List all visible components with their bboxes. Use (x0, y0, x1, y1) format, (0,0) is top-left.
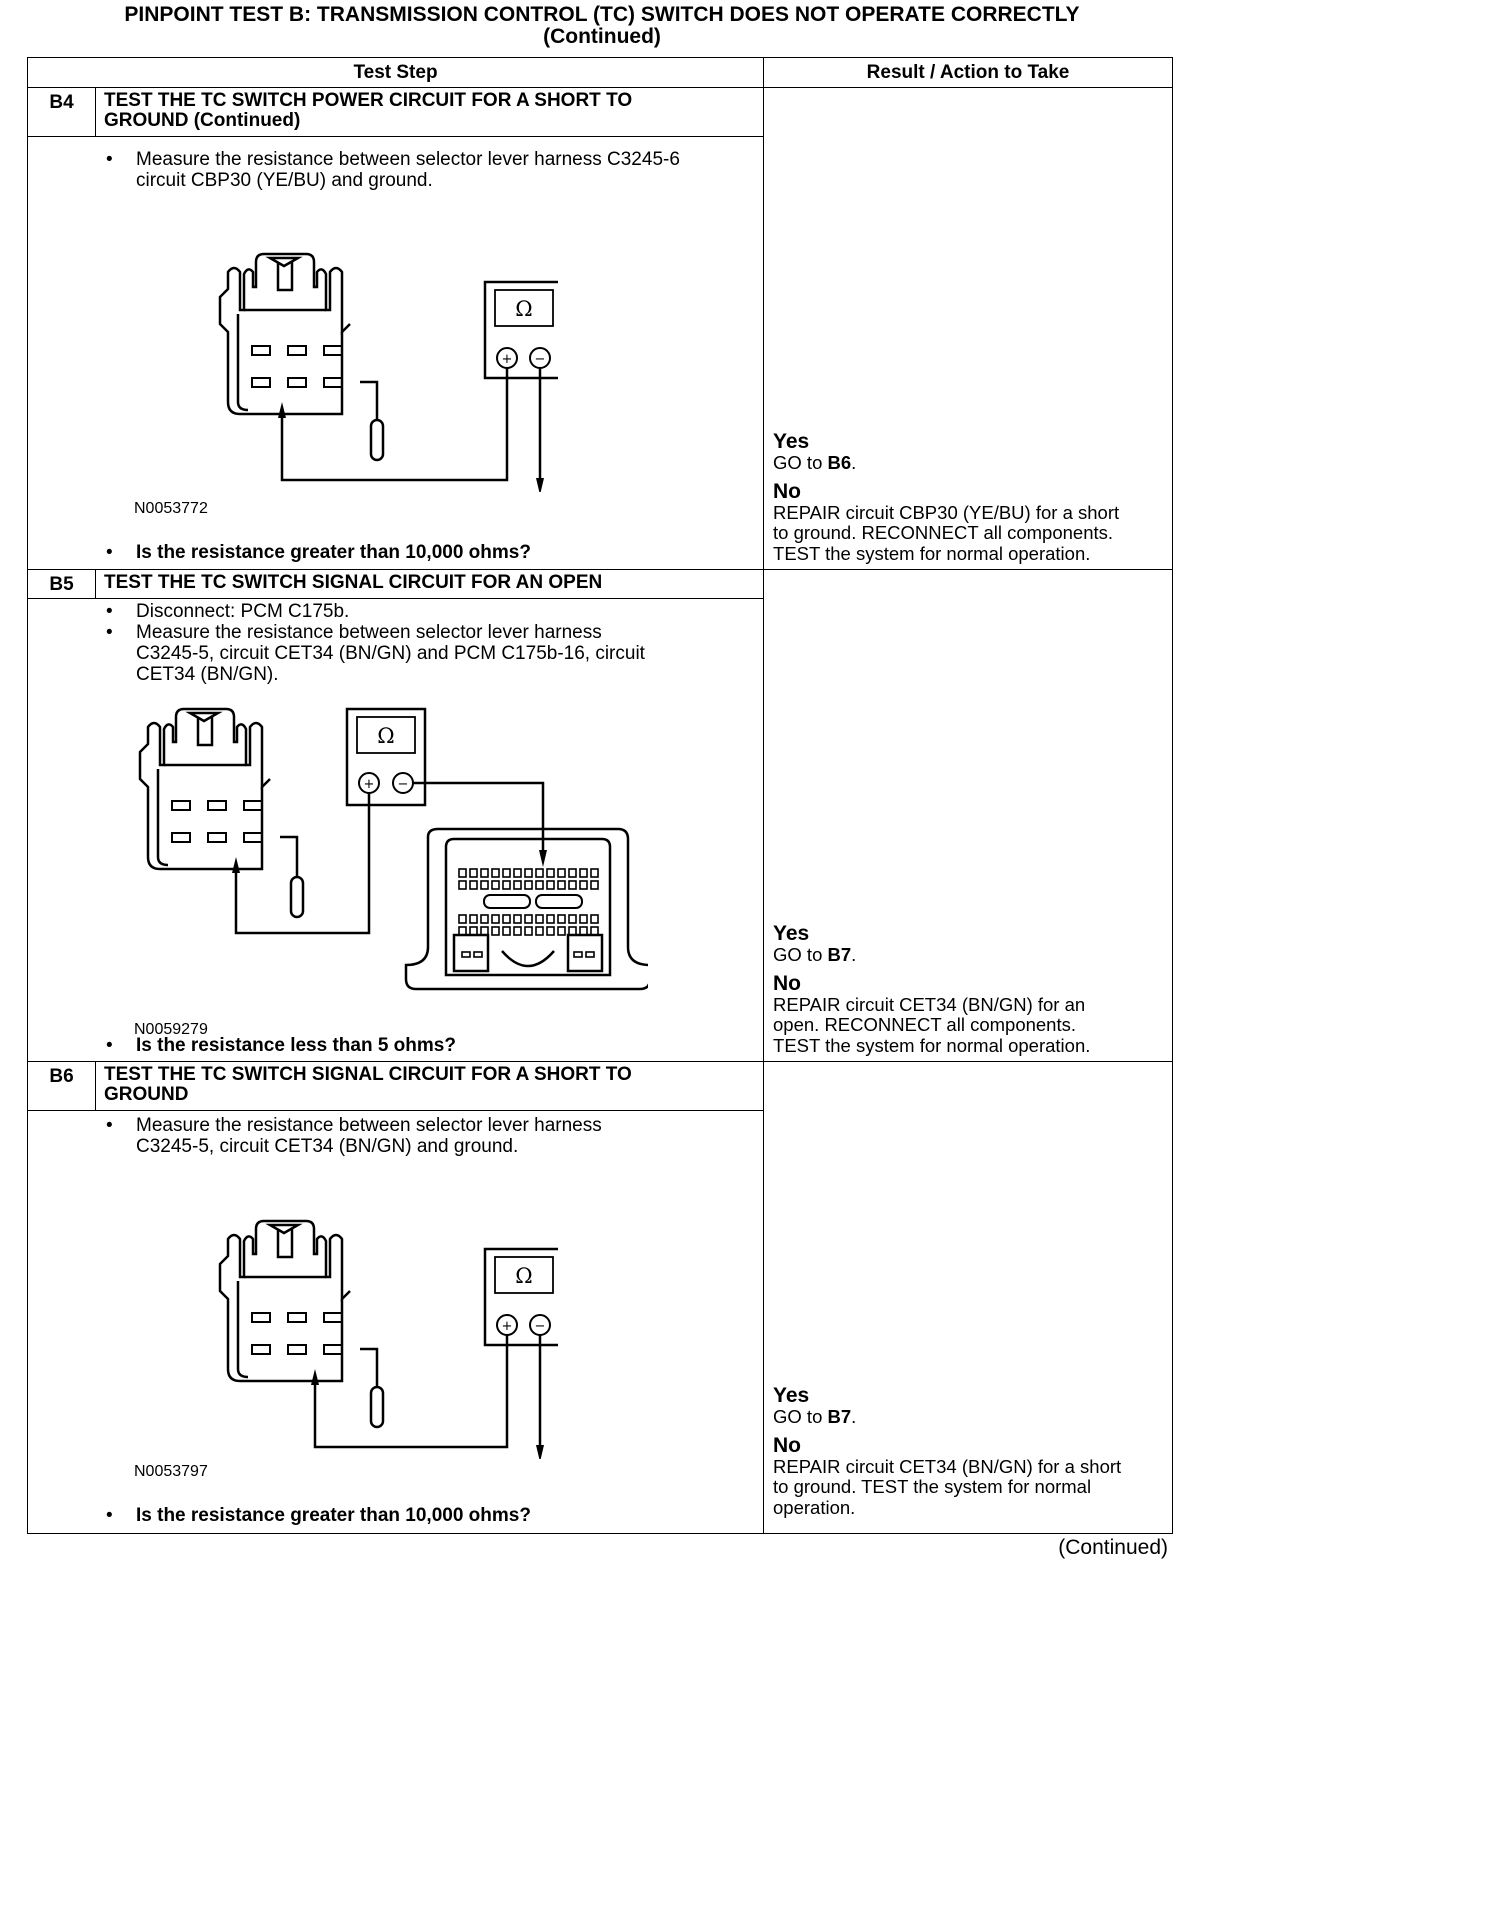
no-label: No (773, 971, 802, 995)
no-action-line: operation. (773, 1496, 856, 1518)
step-title-b6-line1: TEST THE TC SWITCH SIGNAL CIRCUIT FOR A … (104, 1064, 632, 1085)
figure-id-b4: N0053772 (134, 500, 208, 517)
step-title-b4: TEST THE TC SWITCH POWER CIRCUIT FOR A S… (94, 87, 765, 137)
yes-label: Yes (773, 430, 810, 453)
continued-footer: (Continued) (1058, 1536, 1168, 1559)
svg-text:−: − (535, 1319, 546, 1334)
yes-action: GO to B7. (773, 944, 857, 965)
step-title-b5-line1: TEST THE TC SWITCH SIGNAL CIRCUIT FOR AN… (104, 572, 603, 593)
svg-text:+: + (502, 1319, 513, 1334)
result-b4: Yes GO to B6. No REPAIR circuit CBP30 (Y… (763, 87, 1174, 570)
yes-target-step: B7 (827, 1406, 852, 1427)
no-action-line: to ground. RECONNECT all components. (773, 522, 1114, 543)
result-b5: Yes GO to B7. No REPAIR circuit CET34 (B… (763, 569, 1174, 1062)
step-title-b5: TEST THE TC SWITCH SIGNAL CIRCUIT FOR AN… (94, 569, 765, 599)
yes-action: GO to B6. (773, 452, 857, 473)
no-label: No (773, 479, 802, 503)
yes-target-step: B6 (827, 452, 852, 473)
pinpoint-test-table: Test Step Result / Action to Take B4 TES… (26, 57, 1174, 1534)
step-title-b6-line2: GROUND (104, 1084, 189, 1105)
meter-ohm-symbol: Ω (377, 724, 394, 748)
yes-action: GO to B7. (773, 1406, 857, 1427)
step-id-b4: B4 (27, 87, 96, 137)
step-title-b4-line1: TEST THE TC SWITCH POWER CIRCUIT FOR A S… (104, 90, 633, 111)
svg-text:−: − (398, 777, 409, 792)
result-b6-block: Yes GO to B7. No REPAIR circuit CET34 (B… (773, 1384, 1168, 1518)
svg-text:−: − (535, 352, 546, 367)
no-action-line: TEST the system for normal operation. (773, 1034, 1091, 1056)
no-action-line: REPAIR circuit CET34 (BN/GN) for a short (773, 1455, 1122, 1477)
svg-text:+: + (364, 777, 375, 792)
figure-id-b5: N0059279 (134, 1021, 208, 1038)
step-id-b6: B6 (27, 1061, 96, 1111)
title-line-1: PINPOINT TEST B: TRANSMISSION CONTROL (T… (124, 3, 1080, 26)
diagram-b6-ohmmeter-to-ground: Ω + − (218, 1219, 558, 1459)
svg-text:+: + (502, 352, 513, 367)
diagram-b5-ohmmeter-to-pcm: Ω + − (138, 707, 648, 991)
diagram-b4-ohmmeter-to-ground: Ω + − (218, 252, 558, 492)
meter-ohm-symbol: Ω (515, 1264, 532, 1288)
step-body-b6: • Measure the resistance between selecto… (26, 1110, 765, 1534)
page-title: PINPOINT TEST B: TRANSMISSION CONTROL (T… (0, 4, 1204, 48)
yes-label: Yes (773, 1384, 810, 1407)
step-title-b4-line2: GROUND (Continued) (104, 110, 301, 131)
no-action-line: TEST the system for normal operation. (773, 542, 1091, 564)
no-action-line: to ground. TEST the system for normal (773, 1476, 1092, 1497)
no-action-line: REPAIR circuit CET34 (BN/GN) for an (773, 993, 1086, 1015)
no-label: No (773, 1433, 802, 1457)
yes-label: Yes (773, 922, 810, 945)
step-body-b4: • Measure the resistance between selecto… (26, 136, 765, 570)
no-action-line: REPAIR circuit CBP30 (YE/BU) for a short (773, 501, 1120, 523)
title-line-2: (Continued) (543, 25, 661, 48)
step-body-b5: • Disconnect: PCM C175b. • Measure the r… (26, 598, 765, 1062)
header-result-action: Result / Action to Take (763, 57, 1174, 88)
no-action-line: open. RECONNECT all components. (773, 1014, 1076, 1035)
step-id-b5: B5 (27, 569, 96, 599)
result-b5-block: Yes GO to B7. No REPAIR circuit CET34 (B… (773, 922, 1168, 1056)
yes-target-step: B7 (827, 944, 852, 965)
meter-ohm-symbol: Ω (515, 297, 532, 321)
result-b6: Yes GO to B7. No REPAIR circuit CET34 (B… (763, 1061, 1174, 1534)
step-title-b6: TEST THE TC SWITCH SIGNAL CIRCUIT FOR A … (94, 1061, 765, 1111)
result-b4-block: Yes GO to B6. No REPAIR circuit CBP30 (Y… (773, 430, 1168, 564)
header-test-step: Test Step (26, 57, 765, 88)
figure-id-b6: N0053797 (134, 1463, 208, 1480)
